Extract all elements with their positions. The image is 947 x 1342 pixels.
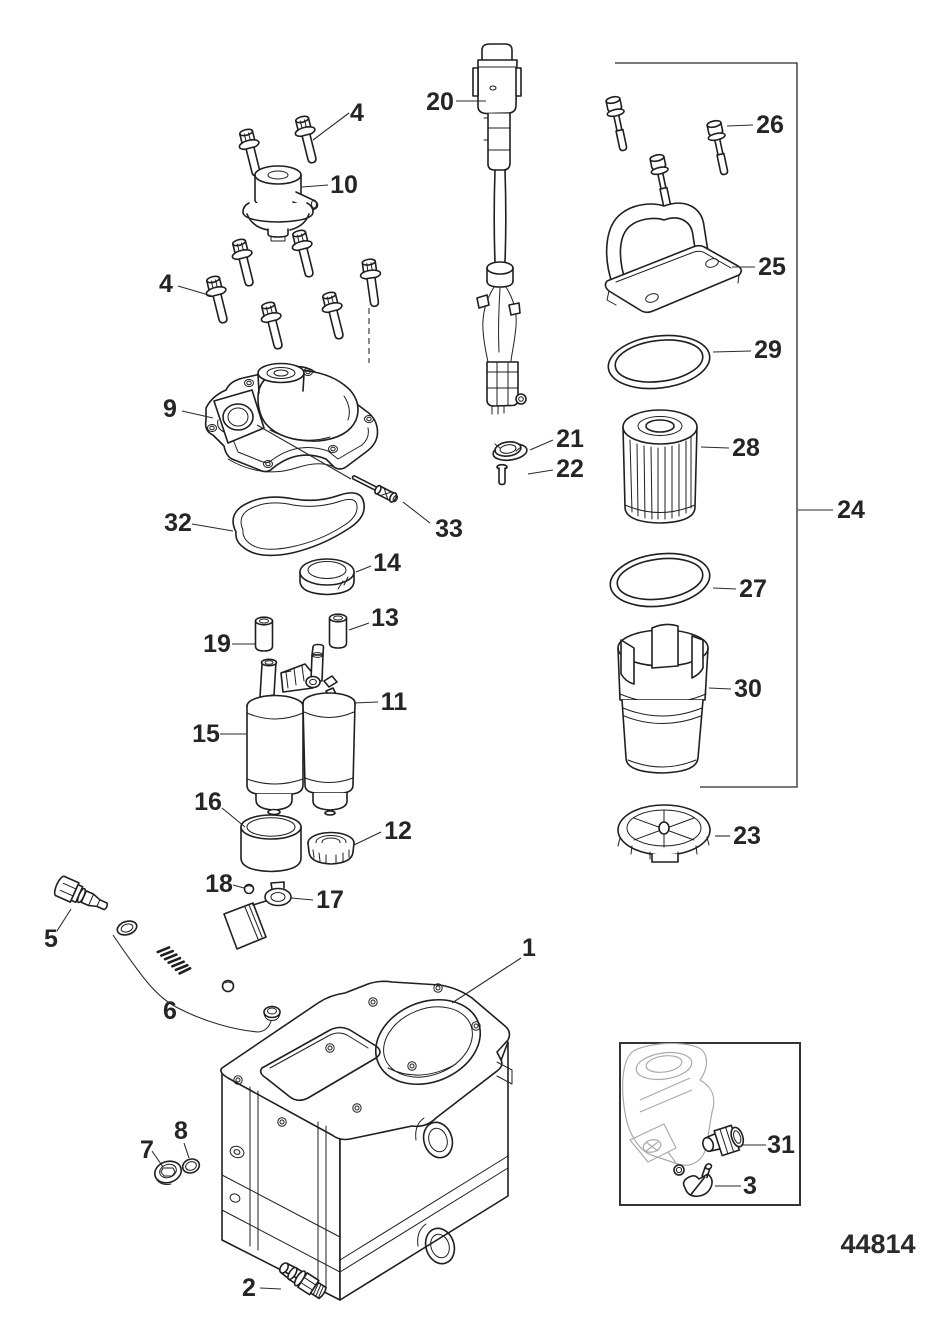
part-24-assembly-bracket bbox=[615, 62, 798, 788]
part-10-pressure-regulator bbox=[242, 165, 319, 242]
callout-7: 7 bbox=[140, 1136, 154, 1164]
callout-3: 3 bbox=[743, 1172, 757, 1200]
callout-5: 5 bbox=[44, 925, 58, 953]
callout-2: 2 bbox=[242, 1274, 256, 1302]
callout-10: 10 bbox=[330, 171, 358, 199]
part-7-plug bbox=[153, 1160, 183, 1185]
callout-4-top: 4 bbox=[350, 99, 364, 127]
part-18-check-ball bbox=[243, 883, 255, 895]
part-13-spacer-sleeve bbox=[328, 613, 348, 649]
callout-23: 23 bbox=[733, 822, 761, 850]
callout-27: 27 bbox=[739, 575, 767, 603]
callout-1: 1 bbox=[522, 934, 536, 962]
callout-9: 9 bbox=[163, 395, 177, 423]
part-25-filter-cover bbox=[604, 202, 743, 314]
part-32-cover-gasket bbox=[232, 492, 365, 557]
callout-20: 20 bbox=[426, 88, 454, 116]
inset-detail-box bbox=[619, 1042, 801, 1206]
spring bbox=[156, 946, 192, 975]
part-19-spacer-sleeve bbox=[254, 616, 274, 652]
part-6-valve-kit bbox=[112, 920, 281, 1033]
leader-lines bbox=[56, 100, 833, 1290]
part-5-sensor-fitting bbox=[53, 875, 109, 911]
callout-11: 11 bbox=[381, 688, 408, 716]
drawing-number: 44814 bbox=[840, 1229, 915, 1259]
part-1-pump-body bbox=[220, 980, 513, 1301]
part-28-filter-element bbox=[622, 409, 698, 524]
callout-33: 33 bbox=[435, 515, 463, 543]
part-12-seal-grommet bbox=[307, 831, 355, 865]
callout-29: 29 bbox=[754, 336, 782, 364]
part-14-collar-bushing bbox=[299, 558, 355, 596]
callout-6: 6 bbox=[163, 997, 177, 1025]
part-30-filter-cup bbox=[617, 623, 709, 774]
part-3-drain-screw bbox=[673, 1163, 713, 1198]
part-22-small-screw bbox=[496, 463, 508, 486]
callout-25: 25 bbox=[758, 253, 786, 281]
callout-16: 16 bbox=[194, 788, 222, 816]
callout-31: 31 bbox=[767, 1131, 795, 1159]
part-2-hose-fitting bbox=[279, 1262, 327, 1300]
part-20-wiring-harness bbox=[472, 43, 527, 415]
part-4-flange-bolts bbox=[201, 113, 386, 363]
callout-4-left: 4 bbox=[159, 270, 173, 298]
part-26-cover-screws bbox=[603, 94, 734, 211]
part-21-retainer-clip bbox=[492, 441, 528, 462]
part-23-filter-cap bbox=[617, 804, 711, 863]
part-31-fitting-nut bbox=[702, 1124, 745, 1157]
callout-19: 19 bbox=[203, 630, 231, 658]
callout-8: 8 bbox=[174, 1117, 188, 1145]
callout-24: 24 bbox=[837, 496, 865, 524]
callout-22: 22 bbox=[556, 455, 584, 483]
callout-13: 13 bbox=[371, 604, 399, 632]
callout-15: 15 bbox=[192, 720, 220, 748]
callout-21: 21 bbox=[556, 425, 584, 453]
part-16-pump-sleeve bbox=[240, 814, 302, 873]
callout-18: 18 bbox=[205, 870, 233, 898]
callout-12: 12 bbox=[384, 817, 412, 845]
kit-leader-curve bbox=[112, 934, 272, 1033]
callout-labels: 4 10 4 20 26 25 29 21 22 9 28 24 33 32 1… bbox=[44, 88, 865, 1302]
callout-28: 28 bbox=[732, 434, 760, 462]
part-33-pin-screw bbox=[256, 424, 399, 503]
callout-26: 26 bbox=[756, 111, 784, 139]
part-17-clip-retainer bbox=[223, 881, 292, 950]
part-11-fuel-pump bbox=[302, 643, 356, 816]
callout-14: 14 bbox=[373, 549, 401, 577]
part-29-o-ring bbox=[607, 334, 711, 390]
part-27-o-ring bbox=[609, 552, 711, 608]
ghost-body-outline bbox=[622, 1042, 715, 1166]
part-9-upper-cover bbox=[204, 362, 379, 473]
callout-30: 30 bbox=[734, 675, 762, 703]
part-8-sealing-washer bbox=[181, 1158, 201, 1174]
callout-17: 17 bbox=[316, 886, 344, 914]
callout-32: 32 bbox=[164, 509, 192, 537]
